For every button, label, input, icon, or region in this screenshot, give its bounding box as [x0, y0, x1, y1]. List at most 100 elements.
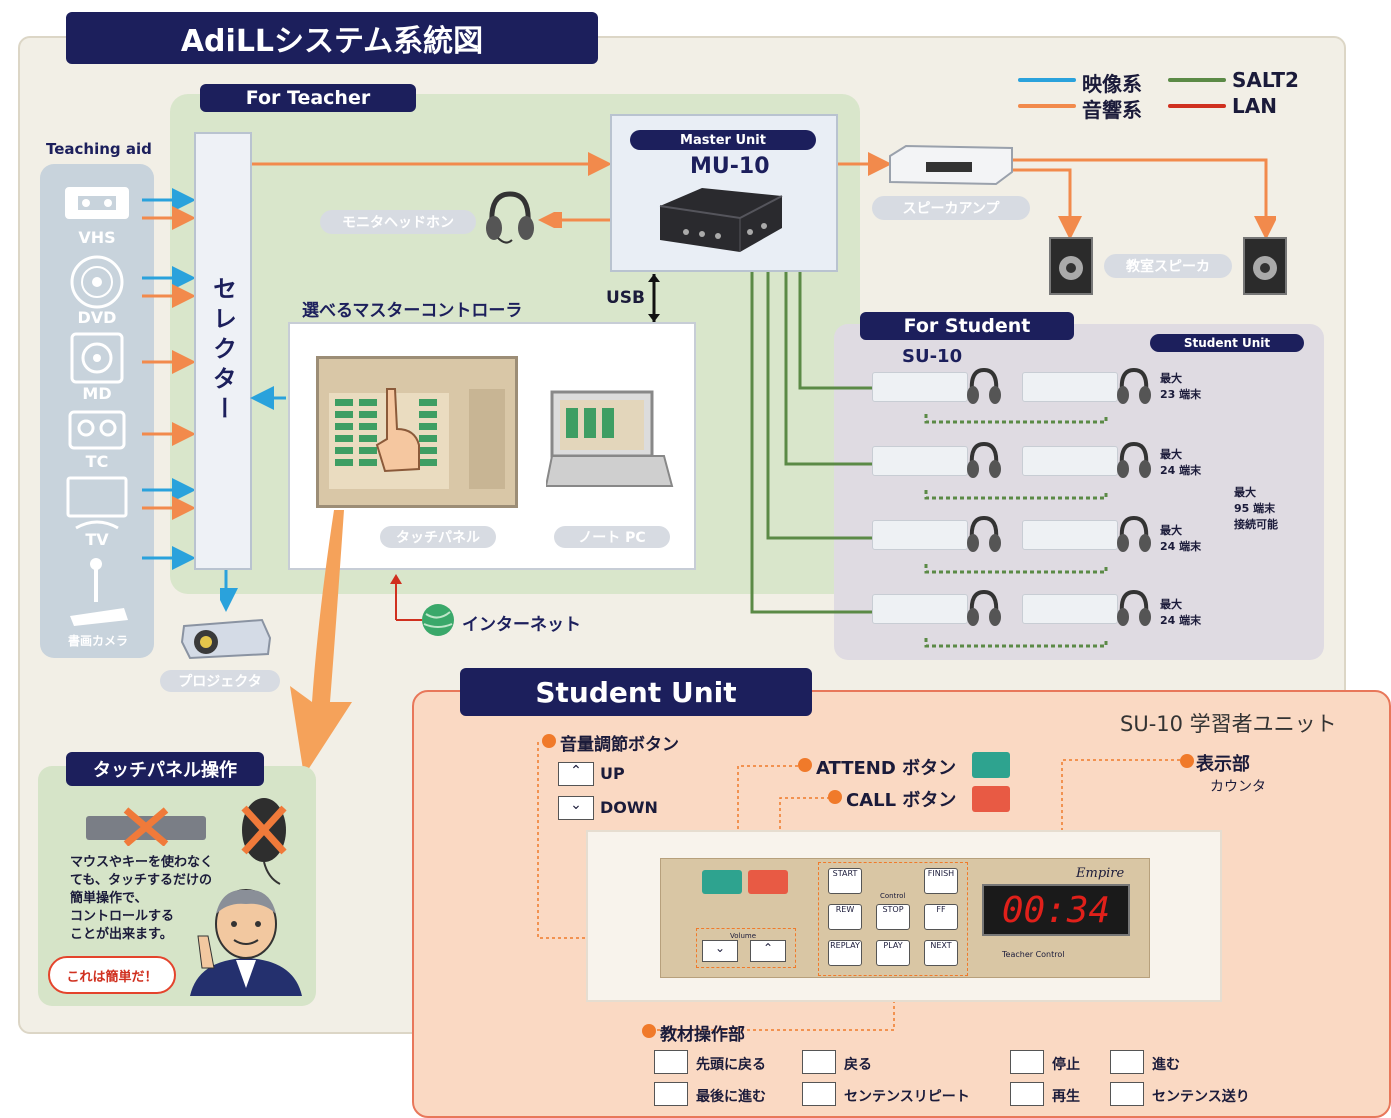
- headphone-icon: [964, 588, 1004, 632]
- play-button[interactable]: PLAY: [876, 940, 910, 966]
- stop-button[interactable]: STOP: [876, 904, 910, 930]
- student-unit-label: Student Unit: [1150, 334, 1304, 352]
- legend: 映像系 SALT2 音響系 LAN: [1018, 66, 1318, 126]
- next-button[interactable]: NEXT: [924, 940, 958, 966]
- op-label-play: 再生: [1052, 1089, 1080, 1105]
- headphone-icon: [1114, 440, 1154, 484]
- row-1-count: 最大 23 端末: [1160, 372, 1202, 401]
- md-icon: [70, 332, 124, 384]
- op-label-finish: 最後に進む: [696, 1089, 766, 1105]
- teaching-aid-label: Teaching aid: [46, 140, 152, 158]
- projector-label: プロジェクタ: [160, 670, 280, 692]
- student-unit-device: [872, 446, 968, 476]
- display-callout-dot: [1180, 754, 1194, 768]
- student-row-2: [872, 440, 1172, 488]
- replay-button[interactable]: REPLAY: [828, 940, 862, 966]
- volume-small-label: Volume: [730, 932, 757, 940]
- su-detail-title-text: Student Unit: [535, 675, 737, 709]
- rew-button[interactable]: REW: [828, 904, 862, 930]
- master-unit-model: MU-10: [690, 154, 770, 179]
- speech-bubble-text: これは簡単だ！: [66, 969, 158, 985]
- master-to-headphone-line: [538, 212, 610, 228]
- headphone-icon: [964, 514, 1004, 558]
- row-4-count: 最大 24 端末: [1160, 598, 1202, 627]
- headphone-icon: [964, 366, 1004, 410]
- legend-label-salt2: SALT2: [1232, 68, 1299, 92]
- call-button[interactable]: [748, 870, 788, 894]
- finish-button[interactable]: FINISH: [924, 868, 958, 894]
- su-detail-title: Student Unit: [460, 668, 812, 716]
- master-unit-label-text: Master Unit: [680, 132, 766, 148]
- ops-callout-label: 教材操作部: [660, 1025, 745, 1045]
- volume-group: [696, 928, 796, 968]
- start-button[interactable]: START: [828, 868, 862, 894]
- op-label-rew: 戻る: [844, 1057, 872, 1073]
- op-label-next: センテンス送り: [1152, 1089, 1250, 1105]
- volume-callout-label: 音量調節ボタン: [560, 735, 679, 755]
- finish-key-icon: [654, 1082, 688, 1106]
- tape-cassette-icon: [68, 410, 126, 450]
- control-small-label: Control: [880, 892, 906, 900]
- op-label-ff: 進む: [1152, 1057, 1180, 1073]
- student-unit-label-text: Student Unit: [1183, 336, 1271, 350]
- teacher-control-label: Teacher Control: [1002, 950, 1065, 959]
- page-title: AdiLLシステム系統図: [66, 12, 598, 64]
- touch-panel-image: [316, 356, 518, 508]
- student-row-3: [872, 514, 1172, 562]
- legend-line-salt2: [1168, 78, 1226, 82]
- attend-button[interactable]: [702, 870, 742, 894]
- speaker-left-icon: [1048, 236, 1094, 296]
- page-title-text: AdiLLシステム系統図: [180, 24, 484, 59]
- headphone-icon: [1114, 588, 1154, 632]
- down-label: DOWN: [600, 798, 658, 817]
- master-unit-label: Master Unit: [630, 130, 816, 150]
- teacher-heading-text: For Teacher: [245, 87, 371, 109]
- touch-op-text: マウスやキーを使わなく ても、タッチするだけの 簡単操作で、 コントロールする …: [70, 855, 214, 942]
- ops-callout-dot: [642, 1024, 656, 1038]
- legend-label-lan: LAN: [1232, 94, 1277, 118]
- internet-connection: [390, 574, 422, 621]
- call-callout-label: CALL ボタン: [846, 790, 957, 811]
- row-3-count: 最大 24 端末: [1160, 524, 1202, 553]
- salt2-connections: [750, 272, 1108, 648]
- play-key-icon: [1010, 1082, 1044, 1106]
- student-unit-device: [872, 520, 968, 550]
- headphone-icon: [964, 440, 1004, 484]
- legend-label-video: 映像系: [1082, 72, 1142, 96]
- aid-label-md: MD: [82, 384, 112, 403]
- aid-label-tv: TV: [85, 530, 109, 549]
- student-heading: For Student: [860, 312, 1074, 340]
- document-camera-icon: [66, 556, 132, 630]
- speaker-amp-icon: [886, 142, 1016, 188]
- student-unit-device: [872, 594, 968, 624]
- volume-down-button[interactable]: ⌄: [702, 940, 738, 962]
- projector-icon: [178, 608, 274, 664]
- classroom-speaker-label: 教室スピーカ: [1104, 254, 1232, 278]
- teacher-heading: For Teacher: [200, 84, 416, 112]
- aid-label-vhs: VHS: [78, 228, 116, 247]
- aid-connections: [142, 188, 196, 570]
- counter-label: カウンタ: [1210, 779, 1266, 795]
- aid-label-doc-camera: 書画カメラ: [67, 634, 128, 648]
- headphone-icon: [1114, 366, 1154, 410]
- ff-key-icon: [1110, 1050, 1144, 1074]
- touch-op-title: タッチパネル操作: [66, 752, 264, 786]
- student-model: SU-10: [902, 346, 963, 367]
- selector-box: セレクター: [194, 132, 252, 570]
- master-unit-device: [650, 182, 790, 260]
- up-key-icon: ⌃: [558, 762, 594, 786]
- control-group: [818, 862, 968, 976]
- call-button-icon: [972, 786, 1010, 812]
- ff-button[interactable]: FF: [924, 904, 958, 930]
- volume-up-button[interactable]: ⌃: [750, 940, 786, 962]
- su-detail-subtitle: SU-10 学習者ユニット: [1120, 712, 1337, 736]
- stop-key-icon: [1010, 1050, 1044, 1074]
- row-2-count: 最大 24 端末: [1160, 448, 1202, 477]
- display-callout-label: 表示部: [1196, 754, 1250, 775]
- op-label-replay: センテンスリピート: [844, 1089, 970, 1105]
- rew-key-icon: [802, 1050, 836, 1074]
- aid-label-tc: TC: [85, 452, 109, 471]
- speaker-right-icon: [1242, 236, 1288, 296]
- brand-label: Empire: [1076, 866, 1125, 881]
- su-device: Volume ⌄ ⌃ Control START FINISH REW STOP…: [586, 830, 1222, 1002]
